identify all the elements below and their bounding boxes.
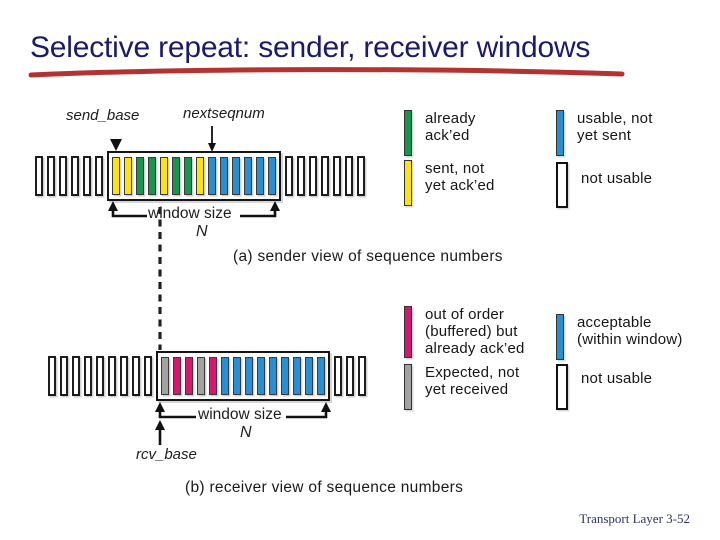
rcv-base-arrow bbox=[155, 420, 165, 445]
seq-bar-unusable bbox=[84, 356, 92, 396]
seq-bar-unusable bbox=[95, 156, 103, 196]
legend-swatch-sent-not-acked bbox=[404, 160, 412, 206]
seq-bar-unusable bbox=[35, 156, 43, 196]
legend-swatch-expected bbox=[404, 364, 412, 410]
slide-title: Selective repeat: sender, receiver windo… bbox=[30, 31, 591, 64]
legend-label-not-usable-receiver: not usable bbox=[581, 370, 653, 387]
legend-swatch-already-acked bbox=[404, 110, 412, 156]
legend-swatch-not-usable-sender bbox=[556, 162, 568, 208]
legend-label-sent-not-acked: sent, not yet ack’ed bbox=[425, 160, 495, 194]
legend-item-not-usable-sender: not usable bbox=[556, 162, 652, 208]
legend-item-already-acked: already ack’ed bbox=[404, 110, 476, 156]
seq-bar-unusable bbox=[72, 356, 80, 396]
legend-swatch-out-of-order bbox=[404, 306, 412, 358]
slide-footer: Transport Layer 3-52 bbox=[579, 511, 690, 526]
legend-label-already-acked: already ack’ed bbox=[425, 110, 476, 144]
seq-bar-blue bbox=[281, 357, 289, 395]
seq-bar-blue bbox=[220, 157, 228, 195]
legend-label-acceptable: acceptable (within window) bbox=[577, 314, 683, 348]
sender-caption: (a) sender view of sequence numbers bbox=[233, 248, 503, 265]
seq-bar-unusable bbox=[334, 356, 342, 396]
seq-bar-yellow bbox=[160, 157, 168, 195]
legend-label-out-of-order: out of order (buffered) but already ack’… bbox=[425, 306, 525, 357]
seq-bar-unusable bbox=[71, 156, 79, 196]
seq-bar-blue bbox=[293, 357, 301, 395]
receiver-window-size-label: window size bbox=[198, 406, 282, 423]
title-underline-stroke bbox=[28, 67, 625, 78]
legend-label-expected: Expected, not yet received bbox=[425, 364, 520, 398]
seq-bar-yellow bbox=[196, 157, 204, 195]
legend-item-acceptable: acceptable (within window) bbox=[556, 314, 683, 360]
legend-item-sent-not-acked: sent, not yet ack’ed bbox=[404, 160, 495, 206]
seq-bar-magenta bbox=[209, 357, 217, 395]
seq-bar-blue bbox=[245, 357, 253, 395]
legend-label-not-usable-sender: not usable bbox=[581, 170, 653, 187]
nextseqnum-arrow bbox=[208, 126, 216, 152]
sender-window-size-label: window size bbox=[148, 205, 232, 222]
seq-bar-gray bbox=[161, 357, 169, 395]
seq-bar-green bbox=[184, 157, 192, 195]
seq-bar-unusable bbox=[108, 356, 116, 396]
seq-bar-blue bbox=[269, 357, 277, 395]
legend-item-not-usable-receiver: not usable bbox=[556, 364, 652, 410]
seq-bar-yellow bbox=[112, 157, 120, 195]
legend-item-usable-not-sent: usable, not yet sent bbox=[556, 110, 653, 156]
seq-bar-unusable bbox=[346, 356, 354, 396]
legend-label-usable-not-sent: usable, not yet sent bbox=[577, 110, 653, 144]
legend-item-expected: Expected, not yet received bbox=[404, 364, 519, 410]
seq-bar-unusable bbox=[47, 156, 55, 196]
seq-bar-unusable bbox=[358, 356, 366, 396]
legend-swatch-acceptable bbox=[556, 314, 564, 360]
send-base-label: send_base bbox=[66, 107, 140, 124]
seq-bar-unusable bbox=[96, 356, 104, 396]
seq-bar-green bbox=[172, 157, 180, 195]
seq-bar-unusable bbox=[48, 356, 56, 396]
seq-bar-blue bbox=[208, 157, 216, 195]
seq-bar-blue bbox=[244, 157, 252, 195]
receiver-caption: (b) receiver view of sequence numbers bbox=[185, 479, 464, 496]
seq-bar-unusable bbox=[333, 156, 341, 196]
receiver-window-box bbox=[156, 351, 330, 401]
seq-bar-magenta bbox=[173, 357, 181, 395]
seq-bar-magenta bbox=[185, 357, 193, 395]
seq-bar-blue bbox=[317, 357, 325, 395]
seq-bar-blue bbox=[233, 357, 241, 395]
seq-bar-gray bbox=[197, 357, 205, 395]
legend-swatch-not-usable-receiver bbox=[556, 364, 568, 410]
seq-bar-unusable bbox=[59, 156, 67, 196]
legend-item-out-of-order: out of order (buffered) but already ack’… bbox=[404, 306, 525, 358]
sender-window-box bbox=[107, 151, 281, 201]
nextseqnum-label: nextseqnum bbox=[183, 105, 265, 122]
receiver-window-n-label: N bbox=[240, 424, 252, 441]
sender-window-n-label: N bbox=[196, 223, 208, 240]
seq-bar-unusable bbox=[120, 356, 128, 396]
seq-bar-blue bbox=[257, 357, 265, 395]
seq-bar-blue bbox=[232, 157, 240, 195]
seq-bar-unusable bbox=[60, 356, 68, 396]
seq-bar-green bbox=[148, 157, 156, 195]
seq-bar-unusable bbox=[297, 156, 305, 196]
receiver-sequence-row bbox=[48, 350, 366, 402]
seq-bar-unusable bbox=[345, 156, 353, 196]
seq-bar-unusable bbox=[285, 156, 293, 196]
seq-bar-blue bbox=[256, 157, 264, 195]
seq-bar-blue bbox=[221, 357, 229, 395]
seq-bar-unusable bbox=[144, 356, 152, 396]
seq-bar-unusable bbox=[83, 156, 91, 196]
rcv-base-label: rcv_base bbox=[136, 446, 197, 463]
seq-bar-blue bbox=[268, 157, 276, 195]
seq-bar-unusable bbox=[321, 156, 329, 196]
seq-bar-yellow bbox=[124, 157, 132, 195]
legend-swatch-usable-not-sent bbox=[556, 110, 564, 156]
seq-bar-unusable bbox=[357, 156, 365, 196]
sender-sequence-row bbox=[35, 150, 365, 202]
seq-bar-unusable bbox=[309, 156, 317, 196]
seq-bar-unusable bbox=[132, 356, 140, 396]
seq-bar-blue bbox=[305, 357, 313, 395]
seq-bar-green bbox=[136, 157, 144, 195]
